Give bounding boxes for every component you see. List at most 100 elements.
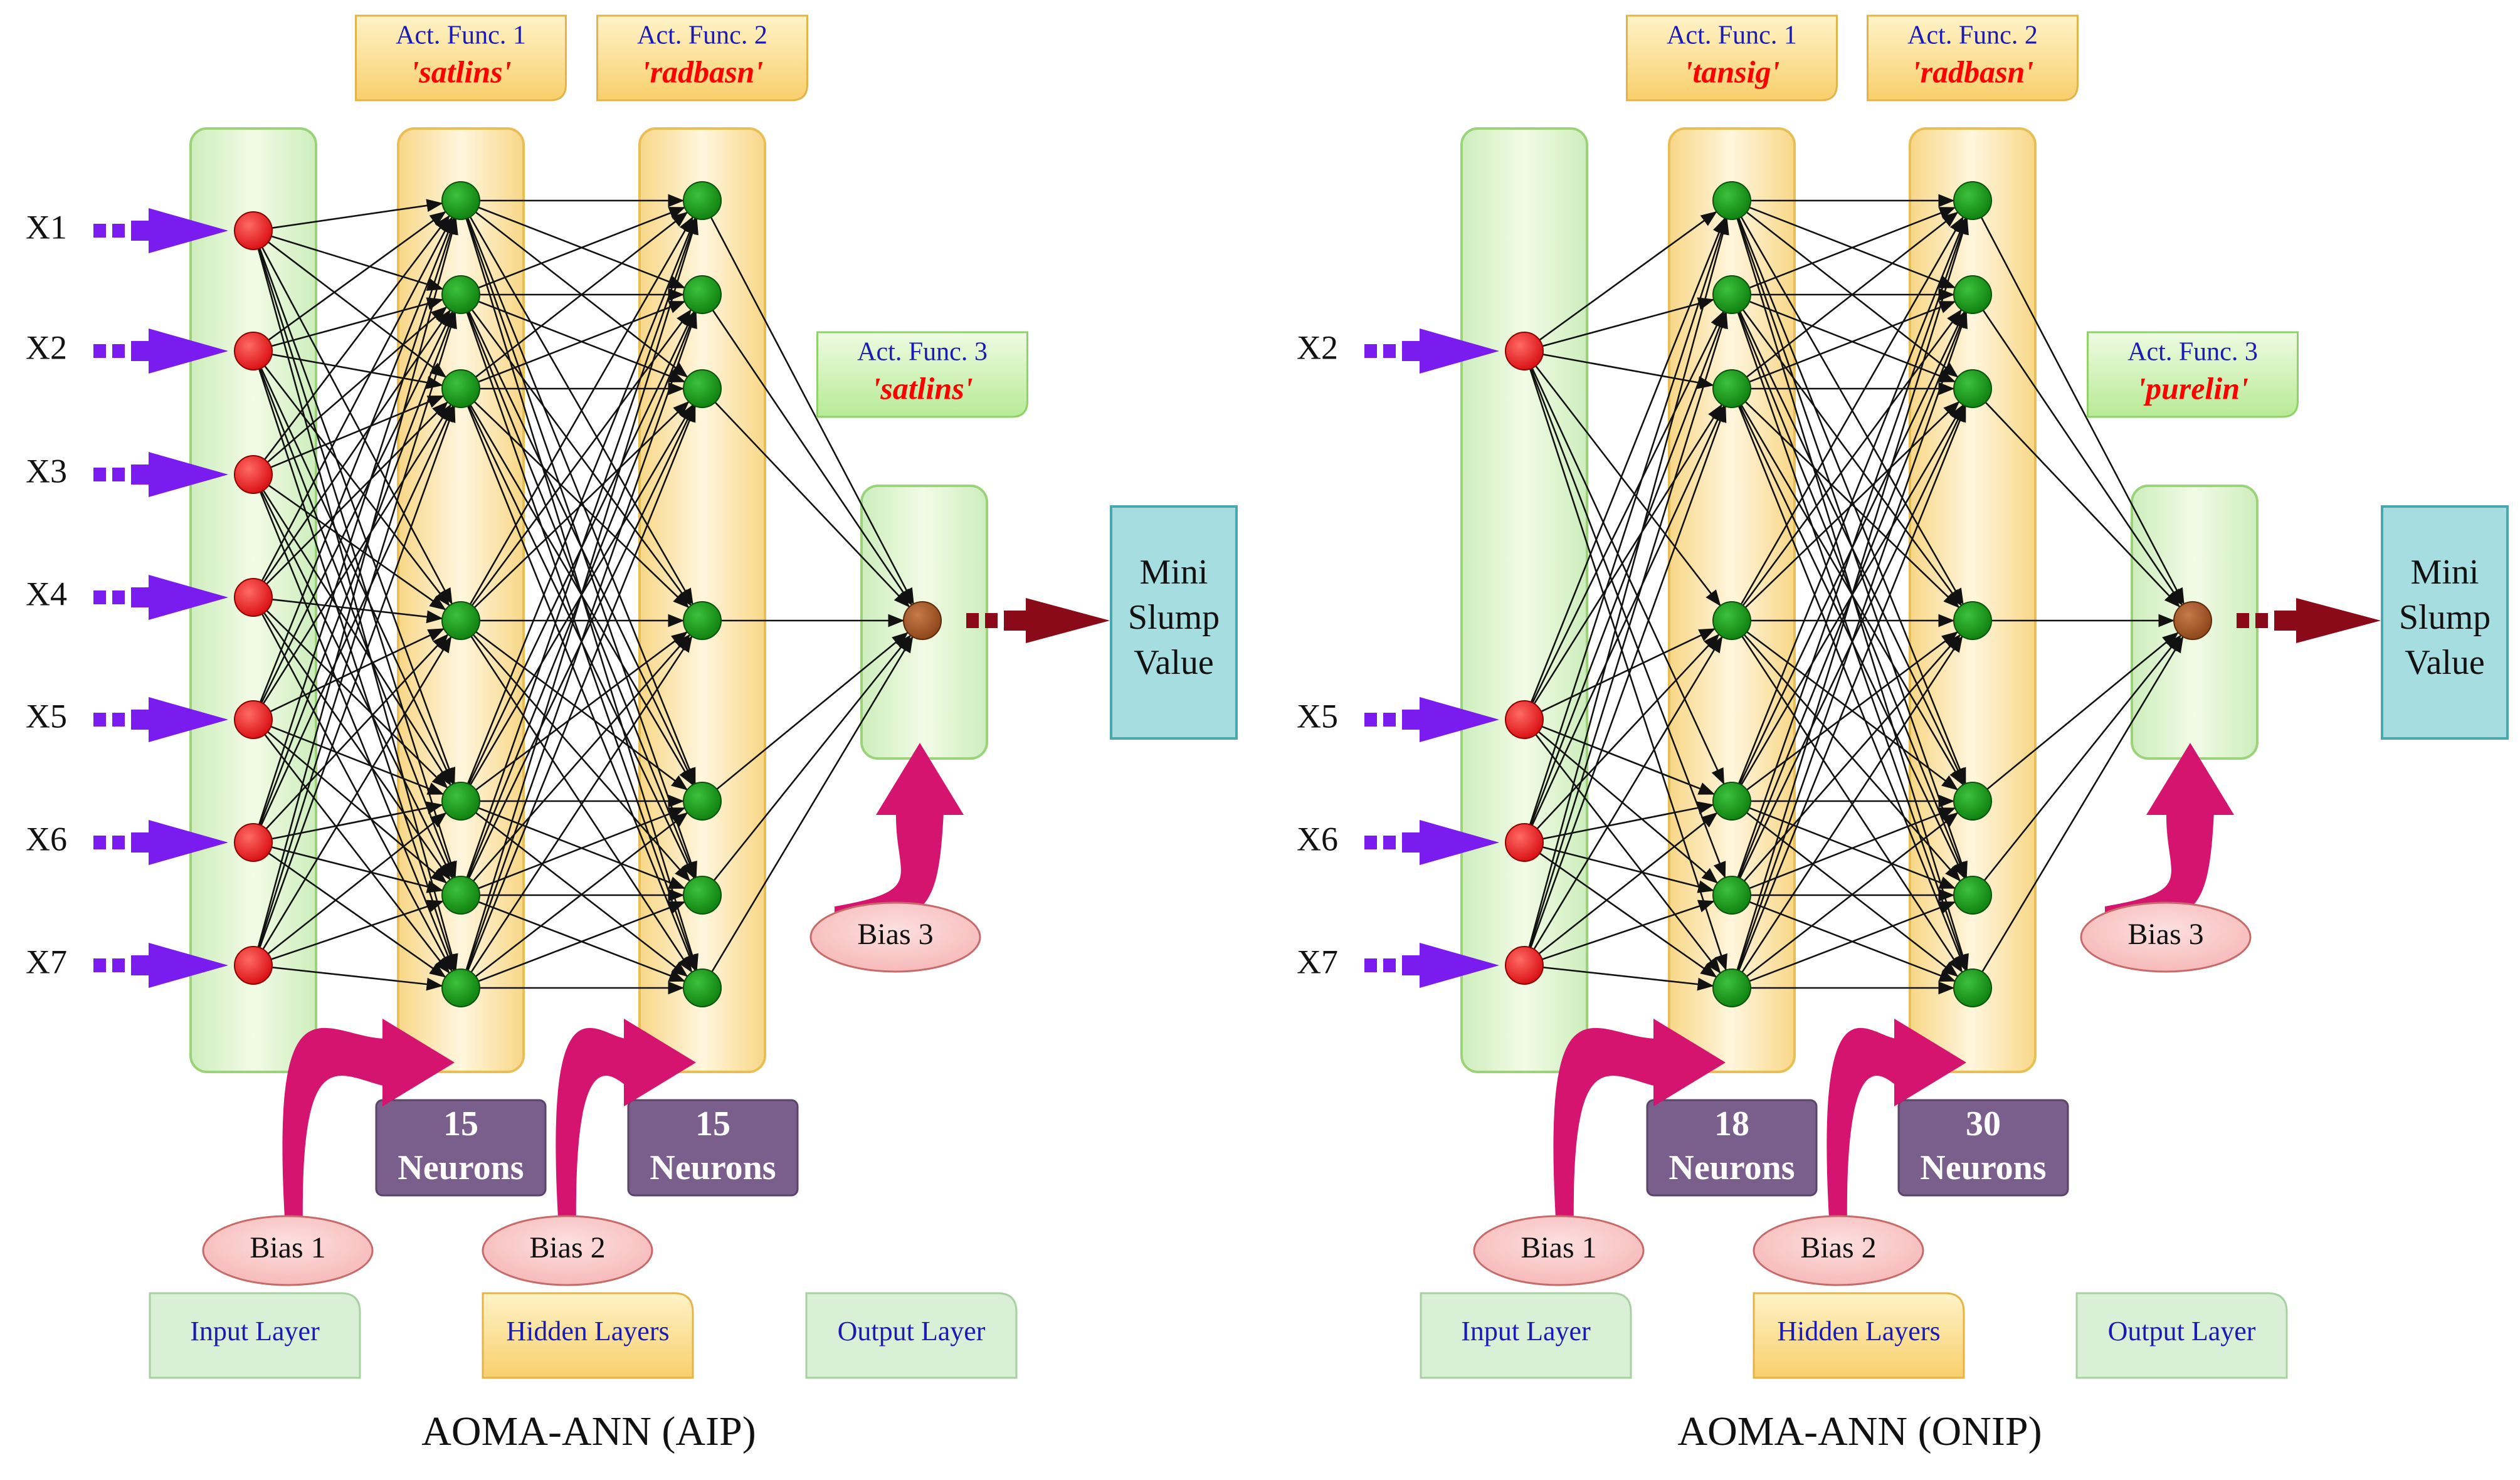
input-arrow-dash <box>93 836 106 849</box>
hidden-2-node <box>1953 782 1992 821</box>
input-node <box>1505 700 1544 739</box>
input-label-x6: X6 <box>1297 820 1338 858</box>
output-arrow-dash <box>2237 613 2249 628</box>
legend-output-layer-label: Output Layer <box>2108 1316 2256 1346</box>
connection-line <box>1529 312 1728 948</box>
connection-line <box>271 900 444 960</box>
output-node <box>903 601 942 640</box>
hidden-1-node <box>441 968 480 1007</box>
connection-line <box>465 218 699 970</box>
hidden-1-neuron-count-unit: Neurons <box>1669 1148 1795 1187</box>
hidden-1-node <box>1712 968 1751 1007</box>
connection-line <box>1535 733 1721 974</box>
connection-line <box>1533 636 1723 950</box>
bias-1: Bias 1 <box>1473 1215 1645 1286</box>
hidden-1-node <box>441 782 480 821</box>
input-arrow-shaft <box>131 587 150 607</box>
connection-line <box>1985 401 2181 608</box>
hidden-2-node <box>1953 369 1992 408</box>
output-box-line: Mini <box>2411 553 2479 592</box>
hidden-2-neuron-count-box <box>627 1099 799 1197</box>
connection-line <box>272 199 443 229</box>
connection-line <box>1542 354 1714 389</box>
connection-line <box>1528 218 1729 948</box>
act-func-1-tag-name: 'satlins' <box>410 54 511 89</box>
bias-2-arrow-head <box>624 1019 696 1106</box>
bias-1-shape <box>202 1215 374 1286</box>
input-label-x2: X2 <box>1297 328 1338 366</box>
output-box-line: Slump <box>2399 598 2491 637</box>
connection-line <box>258 248 457 878</box>
input-arrow-dash <box>112 590 125 604</box>
input-arrow-head <box>1420 820 1499 865</box>
act-func-3-tag-box <box>816 331 1028 418</box>
act-func-3-tag: Act. Func. 3'satlins' <box>816 331 1028 418</box>
connection-line <box>1530 311 1726 826</box>
connection-line <box>271 235 444 291</box>
hidden-1-node <box>441 275 480 314</box>
connection-line <box>712 310 913 606</box>
input-arrow-x3 <box>93 452 228 497</box>
legend-hidden-layers: Hidden Layers <box>482 1292 694 1379</box>
act-func-2-tag-name: 'radbasn' <box>1912 54 2034 89</box>
connection-line <box>1749 300 1956 383</box>
connection-line <box>268 241 447 378</box>
output-arrow-shaft <box>1004 611 1029 631</box>
input-arrow-dash <box>112 836 125 849</box>
connection-line <box>270 725 445 795</box>
hidden-layer-2-column <box>1909 127 2037 1073</box>
bias-3-arrow-body <box>835 812 944 925</box>
connection-line <box>467 217 697 784</box>
input-arrow-shaft <box>1402 955 1421 975</box>
connection-line <box>271 297 444 347</box>
act-func-1-tag: Act. Func. 1'tansig' <box>1626 14 1838 102</box>
hidden-1-node <box>1712 275 1751 314</box>
input-arrow-shaft <box>131 955 150 975</box>
hidden-2-node <box>683 369 722 408</box>
input-arrow-dash <box>112 468 125 481</box>
connection-line <box>471 309 692 606</box>
connection-line <box>1531 310 1725 703</box>
input-arrow-dash <box>1364 836 1377 849</box>
act-func-1-tag-name: 'tansig' <box>1684 54 1780 89</box>
connection-line <box>1542 900 1715 960</box>
input-arrow-x7 <box>1364 943 1499 988</box>
hidden-1-node <box>1712 181 1751 220</box>
hidden-2-neuron-count-box <box>1897 1099 2069 1197</box>
connection-line <box>272 966 443 991</box>
output-box-line: Value <box>2405 643 2485 682</box>
connection-line <box>478 807 686 890</box>
bias-2: Bias 2 <box>482 1215 653 1286</box>
connection-line <box>714 401 910 608</box>
connection-line <box>1749 206 1956 289</box>
bias-1-arrow-head <box>382 1019 455 1106</box>
connection-line <box>1542 966 1714 991</box>
bias-1-label: Bias 1 <box>250 1231 325 1264</box>
output-arrow-head <box>1026 598 1110 643</box>
connection-line <box>1742 309 1963 606</box>
bias-3-label: Bias 3 <box>2127 918 2203 951</box>
input-arrow-dash <box>1364 958 1377 972</box>
hidden-1-node <box>1712 876 1751 915</box>
output-arrow-dash <box>966 613 979 628</box>
connection-line <box>258 406 456 948</box>
connection-line <box>1737 217 1967 784</box>
input-label-x6: X6 <box>26 820 67 858</box>
bias-3-arrow <box>2105 743 2234 925</box>
connection-line <box>270 627 445 713</box>
connection-line <box>262 636 452 950</box>
input-label-x5: X5 <box>1297 697 1338 735</box>
input-arrow-x4 <box>93 575 228 620</box>
hidden-1-neuron-count-unit: Neurons <box>398 1148 524 1187</box>
connection-line <box>1533 404 1723 705</box>
connection-line <box>1980 216 2185 605</box>
output-arrow <box>2237 598 2381 643</box>
connection-line <box>466 218 697 878</box>
legend-input-layer: Input Layer <box>149 1292 361 1379</box>
act-func-3-tag: Act. Func. 3'purelin' <box>2087 331 2299 418</box>
bias-2-arrow-head <box>1894 1019 1966 1106</box>
